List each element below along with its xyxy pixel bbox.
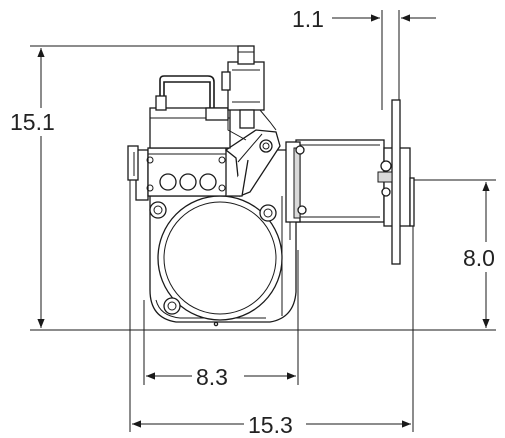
mounting-flange xyxy=(377,99,401,265)
label-housing-width: 8.3 xyxy=(196,364,228,390)
gas-valve xyxy=(149,75,231,149)
fan-housing xyxy=(149,149,297,327)
dim-shaft-height xyxy=(300,179,505,331)
dim-overall-height xyxy=(26,45,300,331)
label-shaft-height: 8.0 xyxy=(463,245,495,271)
label-flange-thickness: 1.1 xyxy=(292,6,324,32)
label-overall-height: 15.1 xyxy=(10,109,55,135)
linkage-bracket xyxy=(224,129,281,197)
housing-side xyxy=(127,145,149,201)
control-box xyxy=(146,147,227,197)
dim-housing-width xyxy=(143,250,299,385)
solenoid-valve xyxy=(221,45,277,141)
intake-louvre xyxy=(285,141,307,223)
label-overall-width: 15.3 xyxy=(248,412,293,438)
dim-flange-thickness xyxy=(332,10,436,110)
dim-overall-width xyxy=(129,180,414,432)
